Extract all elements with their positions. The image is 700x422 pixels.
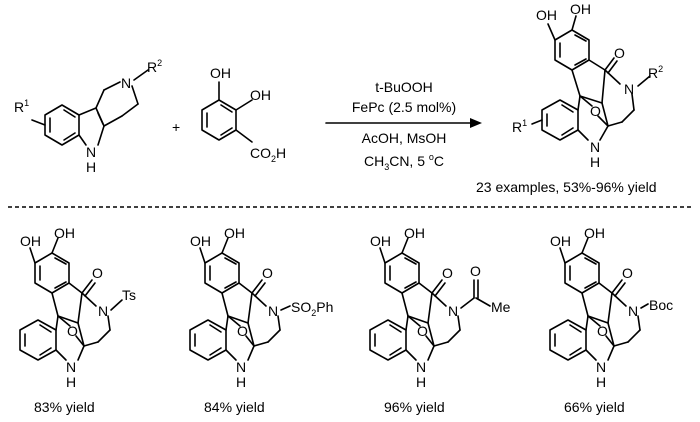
example-ts-nh-h: H — [66, 374, 76, 390]
r1-label: R1 — [14, 98, 29, 115]
carboxyl-label: CO2H — [250, 145, 286, 164]
oh-top-label: OH — [210, 65, 231, 81]
product-oh-left: OH — [536, 7, 557, 23]
solvent-temperature-label: CH3CN, 5 oC — [364, 152, 444, 172]
example-acetyl-oh-right: OH — [404, 225, 425, 241]
product-nh-atom: N — [590, 139, 600, 155]
example-ts-oh-right: OH — [54, 225, 75, 241]
example-ts-substituent: Ts — [122, 287, 136, 303]
example-so2ph-oh-left: OH — [190, 233, 211, 249]
example-ts-oh-left: OH — [20, 233, 41, 249]
indole-nh-hydrogen: H — [86, 159, 96, 175]
oxidant-label: t-BuOOH — [375, 79, 433, 95]
example-so2ph-oh-right: OH — [224, 225, 245, 241]
product-ether-o: O — [590, 103, 601, 119]
example-acetyl-yield: 96% yield — [384, 399, 445, 415]
example-acetyl-n: N — [448, 303, 458, 319]
example-so2ph-yield: 84% yield — [204, 399, 265, 415]
example-so2ph-ether-o: O — [237, 323, 248, 339]
example-so2ph-n: N — [268, 303, 278, 319]
acid-additives-label: AcOH, MsOH — [362, 130, 447, 146]
example-so2ph-keto-o: O — [262, 265, 273, 281]
product-r2-label: R2 — [648, 64, 663, 81]
example-boc-nh-h: H — [596, 374, 606, 390]
example-ts-yield: 83% yield — [34, 399, 95, 415]
example-boc-n: N — [628, 303, 638, 319]
example-acetyl-carbonyl-o: O — [470, 263, 481, 279]
example-ts-ether-o: O — [67, 323, 78, 339]
product-keto-o: O — [614, 45, 625, 61]
example-acetyl-keto-o: O — [442, 265, 453, 281]
product-n-atom: N — [624, 81, 634, 97]
example-ts-keto-o: O — [92, 265, 103, 281]
scope-summary: 23 examples, 53%-96% yield — [476, 179, 657, 195]
indole-nh-atom: N — [86, 144, 96, 160]
example-ts-n: N — [98, 303, 108, 319]
example-ts-nh: N — [66, 359, 76, 375]
plus-sign: + — [172, 119, 180, 135]
example-so2ph-nh: N — [236, 359, 246, 375]
example-so2ph-substituent: SO2Ph — [291, 299, 333, 318]
example-boc-ether-o: O — [597, 323, 608, 339]
product-nh-hydrogen: H — [590, 154, 600, 170]
example-acetyl-substituent: Me — [491, 299, 511, 315]
r2-label: R2 — [147, 58, 162, 75]
example-boc-oh-right: OH — [584, 225, 605, 241]
example-boc-keto-o: O — [622, 265, 633, 281]
reactant-carboline: R1 N R2 N H — [14, 58, 162, 175]
example-boc-substituent: Boc — [649, 297, 673, 313]
example-boc: OH OH O O N Boc N H 66% yield — [549, 225, 673, 415]
example-so2ph: OH OH O O N SO2Ph N H 84% yield — [189, 225, 333, 415]
reaction-arrow — [325, 118, 482, 128]
example-ts: OH OH O O N Ts N H 83% yield — [19, 225, 136, 415]
example-boc-oh-left: OH — [550, 233, 571, 249]
example-acetyl-ether-o: O — [417, 323, 428, 339]
general-product: OH OH O O N R2 R1 N H — [512, 1, 663, 170]
example-so2ph-nh-h: H — [236, 374, 246, 390]
example-acetyl-nh: N — [416, 359, 426, 375]
catalyst-label: FePc (2.5 mol%) — [352, 99, 456, 115]
piperidine-n-atom: N — [121, 75, 131, 91]
example-acetyl-oh-left: OH — [370, 233, 391, 249]
product-r1-label: R1 — [512, 118, 527, 135]
reactant-dihydroxybenzoic-acid: OH OH CO2H — [201, 65, 286, 164]
example-acetyl: OH OH O O N O Me N H 96% yield — [369, 225, 511, 415]
example-boc-nh: N — [596, 359, 606, 375]
example-boc-yield: 66% yield — [564, 399, 625, 415]
reaction-conditions: t-BuOOH FePc (2.5 mol%) AcOH, MsOH CH3CN… — [352, 79, 456, 172]
oh-right-label: OH — [250, 87, 271, 103]
product-oh-right: OH — [570, 1, 591, 17]
example-acetyl-nh-h: H — [416, 374, 426, 390]
